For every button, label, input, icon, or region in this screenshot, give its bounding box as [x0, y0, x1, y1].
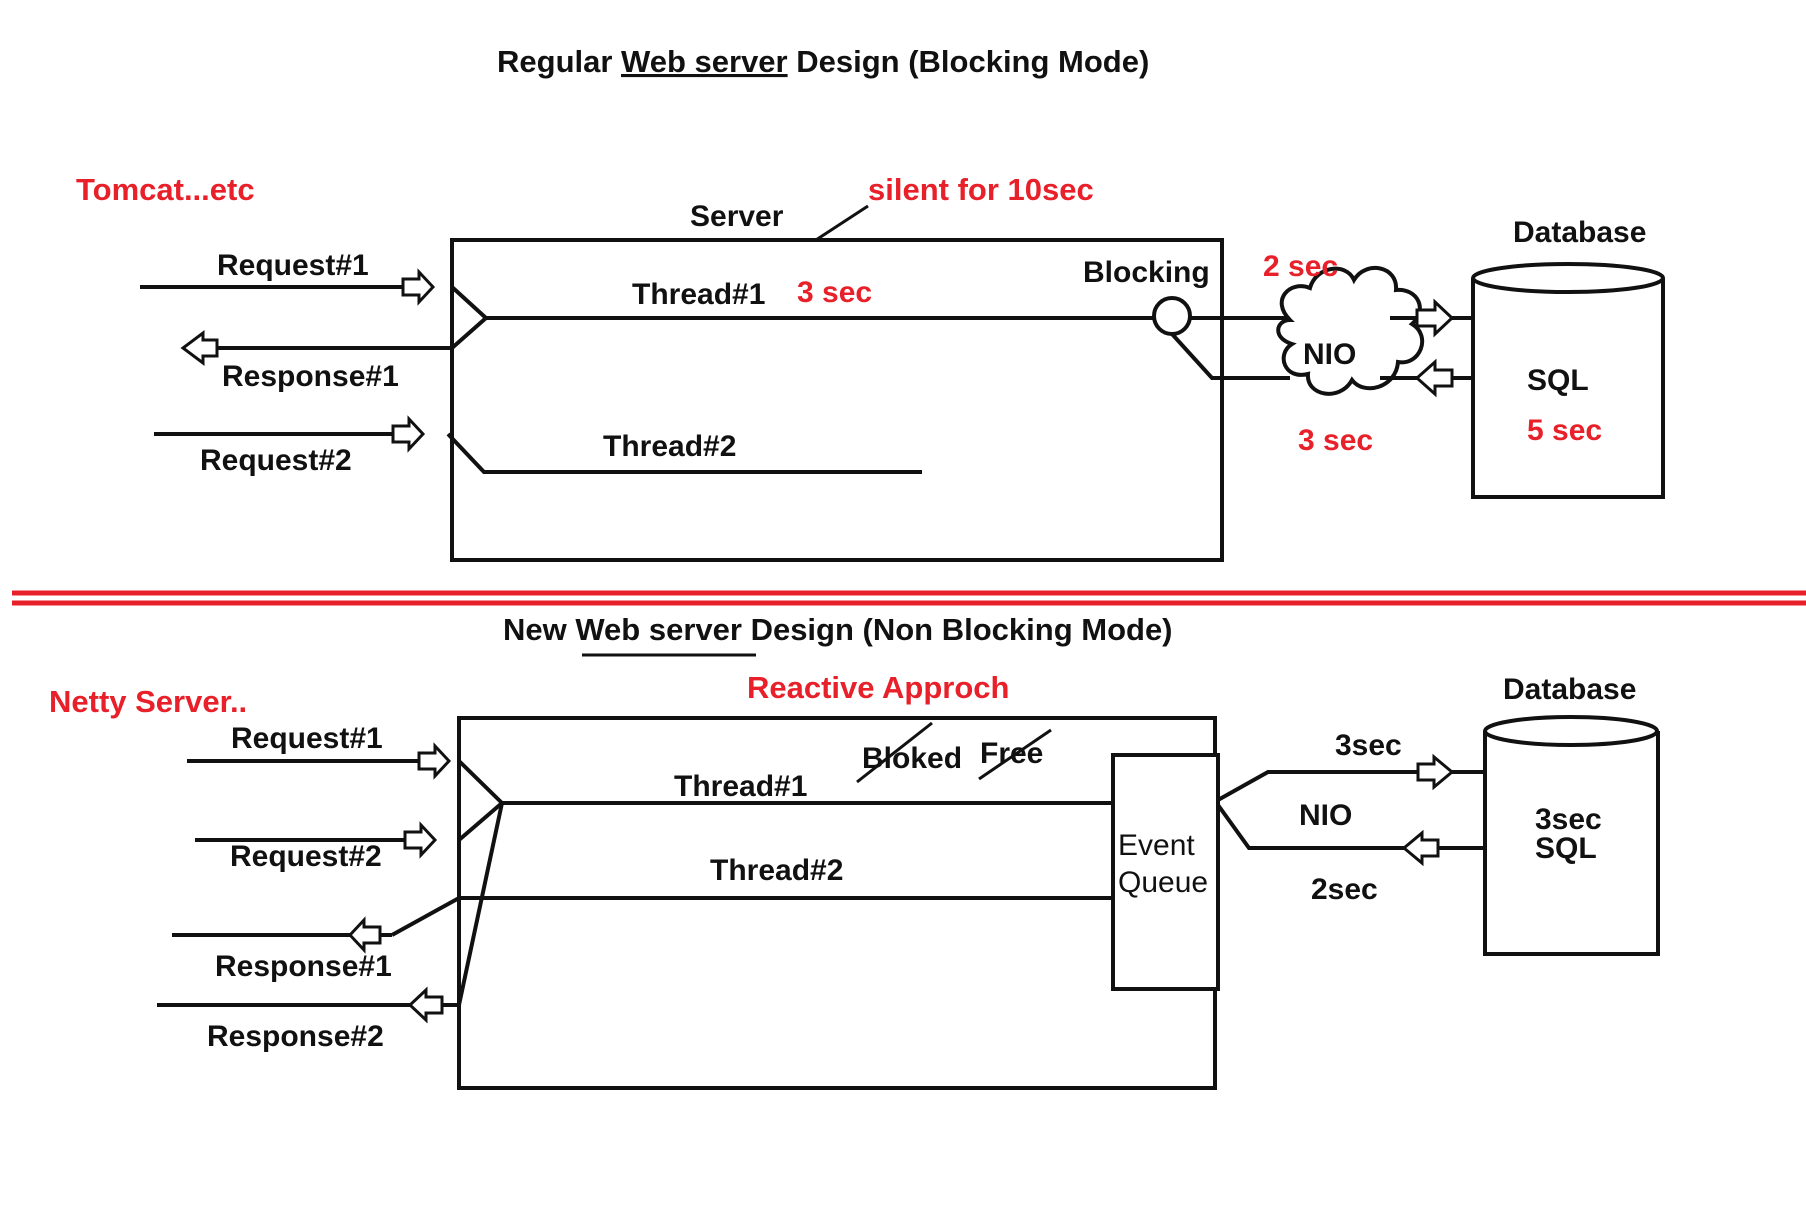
thread1-time: 3 sec	[797, 276, 872, 309]
nonblocking-section: New Web server Design (Non Blocking Mode…	[49, 612, 1660, 1090]
nonblocking-title: New Web server Design (Non Blocking Mode…	[503, 612, 1173, 647]
response1-arrow	[180, 330, 219, 366]
nb-response2-arrow	[407, 986, 444, 1024]
blocking-label: Blocking	[1083, 256, 1210, 289]
nb-request1-arrow	[417, 742, 452, 780]
server-label: Server	[690, 200, 784, 233]
request1-arrow	[401, 268, 436, 306]
nb-thread1-label: Thread#1	[674, 770, 807, 803]
nio-label: NIO	[1303, 338, 1356, 371]
nb-database-label: Database	[1503, 673, 1636, 706]
nb-thread2-label: Thread#2	[710, 854, 843, 887]
nio-time-bottom: 3 sec	[1298, 424, 1373, 457]
nb-request1-label: Request#1	[231, 722, 383, 755]
nb-time-top: 3sec	[1335, 729, 1402, 762]
silent-note: silent for 10sec	[868, 172, 1094, 207]
nb-nio-in-arrow	[1401, 829, 1440, 867]
blocking-node	[1152, 296, 1192, 336]
request1-label: Request#1	[217, 249, 369, 282]
blocked-strike	[856, 721, 933, 784]
thread1-fork-bottom	[450, 316, 488, 350]
server-box	[450, 238, 1224, 562]
blocking-section: Regular Web server Design (Blocking Mode…	[76, 44, 1665, 562]
nio-to-db-arrow	[1415, 298, 1455, 338]
blocking-return-line	[1170, 332, 1290, 380]
nio-time-top: 2 sec	[1263, 250, 1338, 283]
thread1-label: Thread#1	[632, 278, 765, 311]
nb-nio-label: NIO	[1299, 799, 1352, 832]
nb-response-diagonal	[457, 802, 504, 1006]
nb-nio-in-line	[1216, 803, 1487, 850]
nb-nio-out-arrow	[1416, 753, 1455, 791]
event-queue-box	[1111, 753, 1220, 991]
request2-arrow	[391, 415, 426, 453]
tomcat-note: Tomcat...etc	[76, 172, 255, 207]
nb-request2-to-thread	[457, 801, 504, 842]
event-queue-label-line1: Event	[1118, 829, 1195, 862]
nb-response1-arrow	[347, 916, 382, 954]
nb-response2-label: Response#2	[207, 1020, 384, 1053]
nb-database-cylinder	[1483, 731, 1660, 956]
nio-cloud	[1276, 266, 1425, 396]
event-queue-label-line2: Queue	[1118, 866, 1208, 899]
nb-request2-arrow	[403, 821, 438, 859]
thread2-line	[446, 432, 922, 474]
nb-response1-route	[391, 896, 460, 937]
blocking-title-web-server: Web server	[621, 44, 788, 79]
nb-nio-out-line	[1217, 770, 1487, 802]
sql-label: SQL	[1527, 364, 1589, 397]
nb-time-bottom: 2sec	[1311, 873, 1378, 906]
blocked-word: Bloked	[862, 742, 962, 775]
nb-response1-label: Response#1	[215, 950, 392, 983]
request2-label: Request#2	[200, 444, 352, 477]
blocking-title: Regular Web server Design (Blocking Mode…	[497, 44, 1149, 79]
nonblocking-title-web-server: Web server	[575, 612, 742, 647]
response1-label: Response#1	[222, 360, 399, 393]
thread1-fork-top	[450, 285, 488, 320]
nb-database-cylinder-top	[1483, 715, 1659, 747]
database-label: Database	[1513, 216, 1646, 249]
nb-request1-to-thread	[457, 759, 504, 805]
thread2-label: Thread#2	[603, 430, 736, 463]
free-strike	[978, 728, 1052, 781]
db-to-nio-arrow	[1414, 358, 1454, 398]
netty-server-box	[457, 716, 1217, 1090]
netty-note: Netty Server..	[49, 684, 247, 719]
database-cylinder	[1471, 278, 1665, 499]
nb-sql-label: SQL	[1535, 832, 1597, 865]
reactive-note: Reactive Approch	[747, 670, 1009, 705]
database-cylinder-top	[1471, 262, 1665, 294]
nb-sql-time: 3sec	[1535, 803, 1602, 836]
nb-request2-label: Request#2	[230, 840, 382, 873]
sql-time: 5 sec	[1527, 414, 1602, 447]
